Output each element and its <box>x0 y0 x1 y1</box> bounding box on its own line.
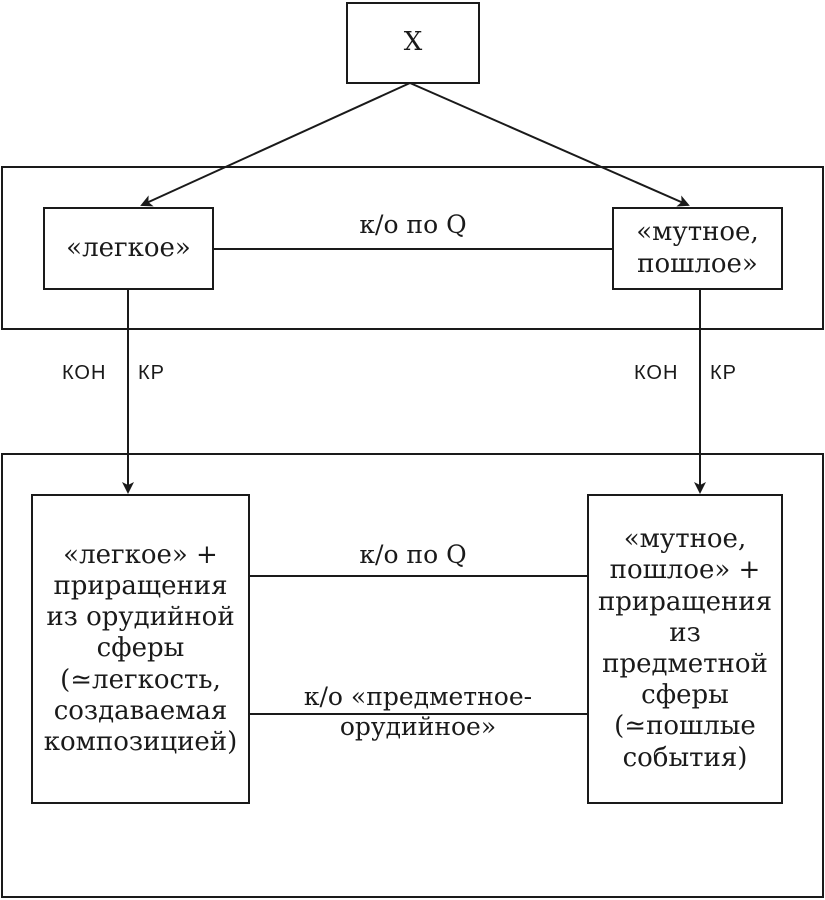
arrow-x-to-right <box>409 82 690 207</box>
node-upper-left-label: «легкое» <box>66 232 191 263</box>
lower-link-label-2: к/о «предметное- орудийное» <box>303 682 533 741</box>
node-upper-right-label: «мутное, пошлое» <box>636 217 759 279</box>
node-lower-left-label: «легкое» + приращения из орудийной сферы… <box>43 539 238 757</box>
node-upper-left: «легкое» <box>43 207 214 290</box>
left-transition-kon: КОН <box>62 362 107 384</box>
node-lower-left: «легкое» + приращения из орудийной сферы… <box>31 494 250 804</box>
arrow-x-to-left <box>140 82 411 207</box>
right-transition-kon: КОН <box>634 362 679 384</box>
lower-link-label-1: к/о по Q <box>359 540 467 569</box>
left-transition-kr: КР <box>138 362 165 384</box>
node-lower-right: «мутное, пошлое» + приращения из предмет… <box>587 494 783 804</box>
node-lower-right-label: «мутное, пошлое» + приращения из предмет… <box>597 524 773 773</box>
lower-frame <box>1 453 824 898</box>
right-transition-kr: КР <box>710 362 737 384</box>
node-x: X <box>346 2 480 84</box>
upper-link-label: к/о по Q <box>359 210 467 239</box>
node-upper-right: «мутное, пошлое» <box>612 207 783 290</box>
upper-frame <box>1 166 824 330</box>
node-x-label: X <box>403 27 423 58</box>
